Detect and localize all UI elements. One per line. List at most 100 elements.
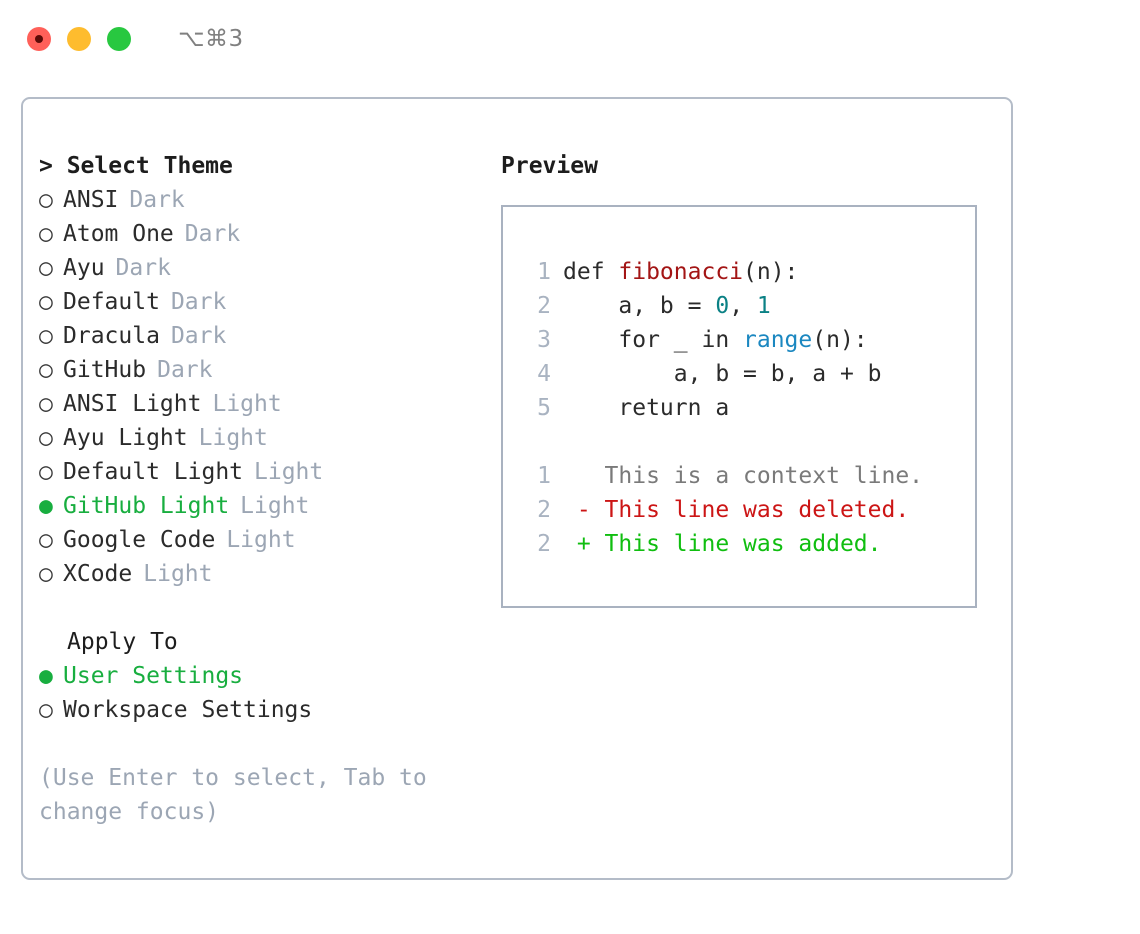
theme-list-item[interactable]: ○ Ayu Dark	[39, 251, 489, 285]
radio-unselected-icon: ○	[39, 221, 53, 247]
line-number: 5	[537, 395, 551, 421]
code-indent	[563, 327, 618, 353]
theme-list-header: > Select Theme	[39, 153, 233, 179]
radio-selected-icon: ●	[39, 493, 53, 519]
radio-unselected-icon: ○	[39, 561, 53, 587]
code-line: 4 a, b = b, a + b	[525, 357, 975, 391]
radio-unselected-icon: ○	[39, 323, 53, 349]
theme-name-label: ANSI Light	[63, 391, 202, 417]
code-token-plain: (n):	[812, 327, 868, 353]
minimize-button-icon[interactable]	[67, 27, 91, 51]
code-line: 2 a, b = 0, 1	[525, 289, 975, 323]
diff-line-number: 2	[537, 531, 551, 557]
theme-name-label: Ayu	[63, 255, 105, 281]
theme-category-label: Light	[212, 391, 282, 417]
radio-unselected-icon: ○	[39, 527, 53, 553]
code-line: 1 def fibonacci(n):	[525, 255, 975, 289]
theme-list-item[interactable]: ○ Ayu Light Light	[39, 421, 489, 455]
traffic-light-group	[27, 27, 131, 51]
theme-name-label: Ayu Light	[63, 425, 188, 451]
theme-category-label: Light	[198, 425, 268, 451]
theme-name-label: Atom One	[63, 221, 174, 247]
radio-unselected-icon: ○	[39, 255, 53, 281]
apply-to-option-label: Workspace Settings	[63, 697, 313, 723]
titlebar: ⌥⌘3	[0, 0, 1140, 78]
code-token-plain: for _ in	[618, 327, 744, 353]
code-token-plain: def	[563, 259, 619, 285]
code-indent	[563, 361, 674, 387]
preview-title: Preview	[501, 153, 598, 179]
code-indent	[563, 395, 618, 421]
code-token-function: fibonacci	[618, 259, 744, 285]
apply-to-option-label: User Settings	[63, 663, 244, 689]
radio-unselected-icon: ○	[39, 697, 53, 723]
code-token-number: 0	[715, 293, 730, 319]
maximize-button-icon[interactable]	[107, 27, 131, 51]
theme-category-label: Dark	[184, 221, 241, 247]
code-indent	[563, 293, 618, 319]
apply-to-option[interactable]: ● User Settings	[39, 659, 489, 693]
apply-to-header: Apply To	[67, 629, 178, 655]
diff-line: 1 This is a context line.	[525, 459, 975, 493]
line-number: 3	[537, 327, 551, 353]
theme-list-item[interactable]: ○ ANSI Dark	[39, 183, 489, 217]
theme-category-label: Dark	[115, 255, 171, 281]
diff-line-text: This is a context line.	[563, 463, 924, 489]
theme-list-item[interactable]: ● GitHub Light Light	[39, 489, 489, 523]
code-token-plain: ,	[729, 293, 757, 319]
diff-line-text: - This line was deleted.	[563, 497, 910, 523]
diff-line-number: 2	[537, 497, 551, 523]
radio-selected-icon: ●	[39, 663, 53, 689]
theme-name-label: XCode	[63, 561, 133, 587]
diff-line: 2 - This line was deleted.	[525, 493, 975, 527]
theme-name-label: ANSI	[63, 187, 119, 213]
theme-name-label: GitHub Light	[63, 493, 230, 519]
theme-category-label: Dark	[170, 289, 227, 315]
radio-unselected-icon: ○	[39, 391, 53, 417]
line-number: 4	[537, 361, 551, 387]
theme-name-label: Default	[63, 289, 160, 315]
theme-category-label: Dark	[170, 323, 227, 349]
line-number: 1	[537, 259, 551, 285]
code-token-plain: return a	[618, 395, 730, 421]
diff-sample: 1 This is a context line.2 - This line w…	[525, 459, 975, 561]
code-token-plain: a, b = b, a + b	[673, 361, 882, 387]
code-token-plain: a, b =	[618, 293, 716, 319]
code-diff-gap	[525, 425, 975, 459]
theme-name-label: Dracula	[63, 323, 160, 349]
radio-unselected-icon: ○	[39, 289, 53, 315]
code-token-plain: (n):	[743, 259, 799, 285]
keyboard-hint-text: (Use Enter to select, Tab to change focu…	[39, 765, 427, 825]
code-token-number: 1	[756, 293, 771, 319]
theme-list-item[interactable]: ○ Atom One Dark	[39, 217, 489, 251]
theme-list-item[interactable]: ○ ANSI Light Light	[39, 387, 489, 421]
section-spacer	[39, 591, 489, 625]
radio-unselected-icon: ○	[39, 187, 53, 213]
theme-category-label: Light	[240, 493, 310, 519]
theme-list-item[interactable]: ○ XCode Light	[39, 557, 489, 591]
theme-category-label: Light	[143, 561, 213, 587]
theme-list-item[interactable]: ○ Dracula Dark	[39, 319, 489, 353]
code-token-call: range	[743, 327, 813, 353]
theme-name-label: Google Code	[63, 527, 216, 553]
theme-category-label: Dark	[129, 187, 185, 213]
theme-name-label: Default Light	[63, 459, 244, 485]
apply-to-option[interactable]: ○ Workspace Settings	[39, 693, 489, 727]
theme-name-label: GitHub	[63, 357, 147, 383]
radio-unselected-icon: ○	[39, 425, 53, 451]
theme-category-label: Dark	[157, 357, 213, 383]
diff-line-text: + This line was added.	[563, 531, 882, 557]
code-line: 3 for _ in range(n):	[525, 323, 975, 357]
close-button-icon[interactable]	[27, 27, 51, 51]
theme-list-item[interactable]: ○ Default Dark	[39, 285, 489, 319]
